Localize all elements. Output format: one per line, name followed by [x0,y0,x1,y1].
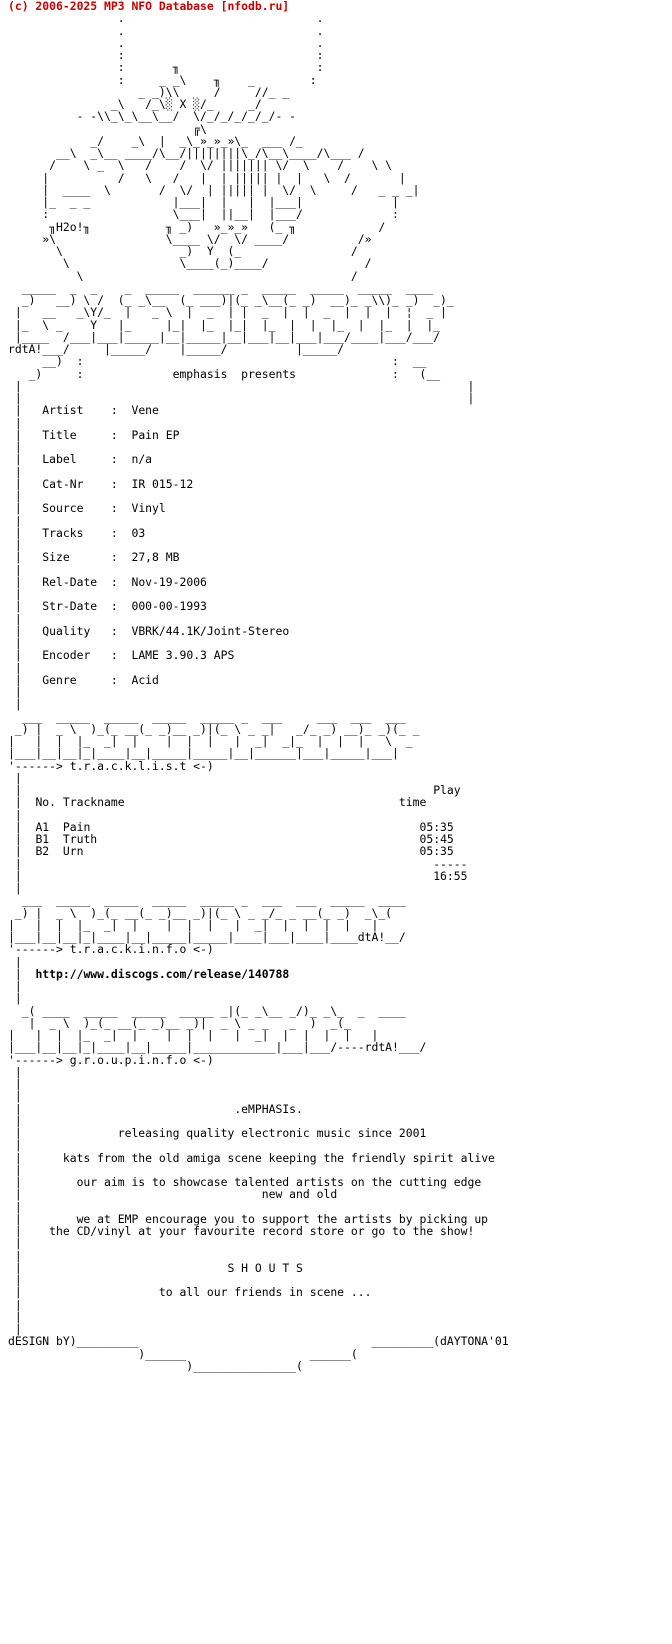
artist-value: Vene [131,403,159,418]
strdate-value: 000-00-1993 [131,599,207,614]
field-label: Label [42,452,98,467]
track-name: Pain [62,819,91,834]
track-no: B1 [35,832,50,846]
field-label: Tracks [42,525,98,540]
label-value: n/a [131,452,153,467]
group-line: we at EMP encourage you to support the a… [76,1211,489,1226]
field-label: Quality [42,623,98,638]
catnr-value: IR 015-12 [131,476,194,491]
shouts-text: to all our friends in scene ... [158,1285,372,1300]
tracklist-col-play: Play [433,783,461,797]
group-line: the CD/vinyl at your favourite record st… [49,1224,475,1238]
field-label: Size [42,550,98,565]
field-label: Cat-Nr [42,476,98,491]
site-header: (c) 2006-2025 MP3 NFO Database [nfodb.ru… [8,0,290,13]
quality-value: VBRK/44.1K/Joint-Stereo [131,623,290,638]
tracklist-separator: ----- [433,856,468,871]
field-label: Source [42,501,98,516]
nfo-document: (c) 2006-2025 MP3 NFO Database [nfodb.ru… [8,0,509,1373]
field-label: Str-Date [42,599,98,614]
track-no: B2 [35,844,50,859]
group-line: our aim is to showcase talented artists … [76,1175,482,1189]
track-name: Urn [62,844,84,859]
tracklist-col-no: No. [35,795,57,810]
source-value: Vinyl [131,501,166,516]
discogs-link[interactable]: http://www.discogs.com/release/140788 [35,966,290,981]
section-header-groupinfo: _( ____ _____ _____ _____ _|(_ _\__ _/)_… [8,1003,427,1067]
field-label: Title [42,427,98,442]
reldate-value: Nov-19-2006 [131,574,207,589]
tracklist-col-name: Trackname [62,795,125,810]
track-time: 05:45 [419,832,454,846]
section-header-trackinfo: ___ _____ _____ _____ _____ _ ___ ___ __… [8,893,406,957]
ascii-emp-logo: _____ _ _ _ _____ ______ _ _____ _____ _… [8,280,454,356]
field-label: Encoder [42,648,98,663]
group-line: kats from the old amiga scene keeping th… [62,1150,495,1165]
size-value: 27,8 MB [131,550,180,565]
track-time: 05:35 [419,844,454,859]
group-line: releasing quality electronic music since… [117,1126,427,1140]
ascii-logo-art: . . . . . . : : : ╖ [42,11,420,283]
track-time: 05:35 [419,819,454,834]
track-name: Truth [62,832,98,846]
field-label: Rel-Date [42,574,98,589]
presents-line: emphasis presents [104,366,297,381]
tracklist-total: 16:55 [433,868,468,883]
field-label: Artist [42,403,98,418]
title-value: Pain EP [131,427,180,442]
tracklist-col-time: time [398,795,427,810]
track-no: A1 [35,819,50,834]
group-line: new and old [261,1187,338,1202]
tracks-value: 03 [131,525,146,540]
group-name: .eMPHASIs. [234,1101,303,1116]
shouts-title: S H O U T S [227,1260,303,1275]
field-label: Genre [42,672,98,687]
genre-value: Acid [131,672,159,687]
ascii-footer: dESIGN bY)_________ _________(dAYTONA'01… [8,1334,509,1373]
section-header-tracklist: ___ _____ _____ _____ _____ _ ___ ___ __… [8,709,420,773]
encoder-value: LAME 3.90.3 APS [131,648,235,663]
